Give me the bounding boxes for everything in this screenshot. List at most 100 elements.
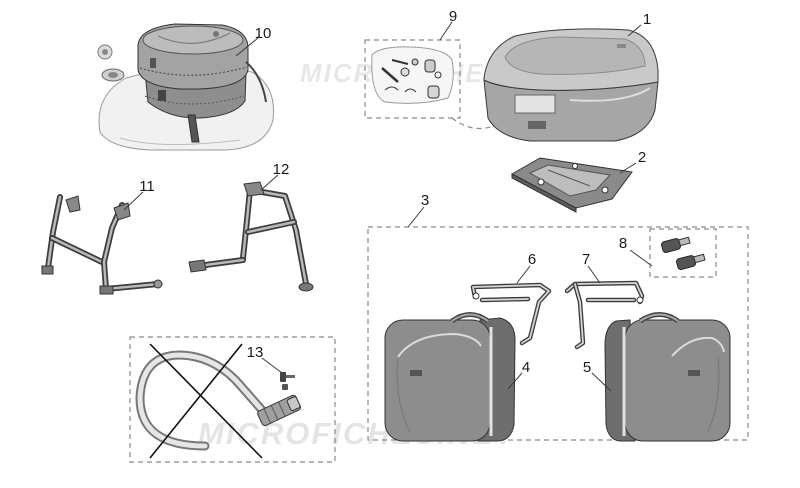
cable-lock-dashed-frame <box>129 336 336 463</box>
stand-right-leg-highlight <box>260 190 308 286</box>
right-pannier-seam <box>707 356 720 433</box>
left-frame-lower-highlight <box>481 298 529 301</box>
callout-4: 4 <box>522 359 530 376</box>
callout-5: 5 <box>583 359 591 376</box>
tank-bag-front-strap <box>187 114 200 143</box>
tank-bag-lid-grommet <box>213 31 219 37</box>
key-1 <box>661 236 691 254</box>
callout-1: 1 <box>643 11 651 28</box>
mounting-hole-top <box>572 163 578 169</box>
key-2 <box>676 253 706 271</box>
mounting-plate-rib <box>547 169 591 187</box>
screw-long <box>381 67 399 83</box>
top-case-logo <box>617 44 626 48</box>
cross-out-line-1 <box>149 343 263 459</box>
tank-bag-zipper <box>139 66 248 76</box>
right-frame-side-highlight <box>574 283 584 348</box>
hardware-kit-dashed-frame <box>364 39 461 119</box>
leader-line-10 <box>235 37 259 57</box>
cable-lock-assembly: 13 <box>129 336 336 463</box>
leader-line-9 <box>439 21 453 41</box>
mounting-hole-left <box>537 178 545 186</box>
small-ring <box>434 71 442 79</box>
tank-bag-side-loop <box>150 58 156 68</box>
center-stand-crossbar-highlight <box>50 236 104 264</box>
pannier-set-assembly: 3 8 6 <box>367 192 749 442</box>
pannier-set-dashed-frame <box>367 226 749 441</box>
leader-line-5 <box>591 372 612 392</box>
hardware-kit-connector <box>451 117 506 130</box>
left-pannier-logo <box>410 370 422 376</box>
right-pannier-frame: 7 <box>564 251 645 350</box>
keys-assembly: 8 <box>619 228 717 278</box>
leader-line-8 <box>629 249 653 267</box>
leader-line-12 <box>260 174 279 191</box>
right-pannier-logo <box>688 370 700 376</box>
stand-top-bracket <box>243 181 265 197</box>
hardware-kit-assembly: 9 <box>364 8 506 130</box>
callout-10: 10 <box>255 25 272 42</box>
top-case-lid-panel <box>504 36 646 75</box>
tank-bag-buckle <box>158 90 166 101</box>
tank-bag-side-strap <box>245 61 267 103</box>
lock-rib-3 <box>277 401 286 417</box>
top-case-lock <box>528 121 546 129</box>
left-pannier-handle-highlight <box>451 313 489 322</box>
stand-assembly-12: 12 <box>188 161 314 292</box>
leader-line-7 <box>587 265 601 284</box>
clip-2 <box>404 88 417 93</box>
leader-line-6 <box>516 265 531 284</box>
washer <box>400 67 410 77</box>
callout-7: 7 <box>582 251 590 268</box>
fuel-cap-center <box>108 72 118 78</box>
cable-lock-body <box>257 394 302 427</box>
right-frame-bolt <box>636 296 644 304</box>
center-stand-assembly: 11 <box>41 178 163 295</box>
callout-11: 11 <box>139 178 155 195</box>
left-pannier: 4 <box>384 312 530 442</box>
tank-bag-lid <box>142 25 244 55</box>
key-1-blade <box>678 236 691 247</box>
top-case-assembly: 1 <box>483 11 659 142</box>
center-stand-right-bracket <box>113 202 131 221</box>
nut <box>411 58 419 66</box>
center-stand-left-bracket <box>65 195 81 213</box>
left-pannier-lid-highlight <box>397 332 482 358</box>
right-pannier-handle-highlight <box>639 313 679 322</box>
callout-9: 9 <box>449 8 457 25</box>
mounting-plate-inner <box>528 164 612 197</box>
center-stand-lever-tip <box>153 279 163 289</box>
right-pannier-lid-highlight <box>671 336 725 357</box>
left-pannier-front <box>384 319 491 442</box>
callout-8: 8 <box>619 235 627 252</box>
tank-bag-lid-seam <box>157 32 231 44</box>
leader-line-3 <box>407 206 425 228</box>
left-pannier-seam <box>396 356 411 433</box>
leader-line-13 <box>261 357 283 374</box>
key-second <box>282 384 288 390</box>
bushing <box>427 85 440 99</box>
mounting-hole-right <box>601 186 609 194</box>
cable-inner <box>137 352 265 449</box>
lock-rib-1 <box>263 408 272 424</box>
leader-line-2 <box>619 162 637 174</box>
mounting-plate-edge <box>511 173 577 213</box>
stand-brace-highlight <box>246 220 296 234</box>
top-case-highlight <box>569 87 651 102</box>
callout-6: 6 <box>528 251 536 268</box>
lock-end-cap <box>286 396 301 412</box>
keys-dashed-frame <box>649 228 717 278</box>
lock-rib-2 <box>270 405 279 420</box>
leader-line-1 <box>627 24 642 37</box>
stand-right-leg <box>259 189 309 287</box>
callout-2: 2 <box>638 149 646 166</box>
screw-short <box>391 59 409 65</box>
callout-13: 13 <box>247 344 264 361</box>
tank-bag-lower-zipper <box>144 95 245 105</box>
key-2-head <box>676 255 696 271</box>
clip <box>384 86 399 91</box>
key-head <box>280 372 286 382</box>
stand-left-foot <box>188 259 207 273</box>
mounting-plate-assembly: 2 <box>510 149 646 213</box>
